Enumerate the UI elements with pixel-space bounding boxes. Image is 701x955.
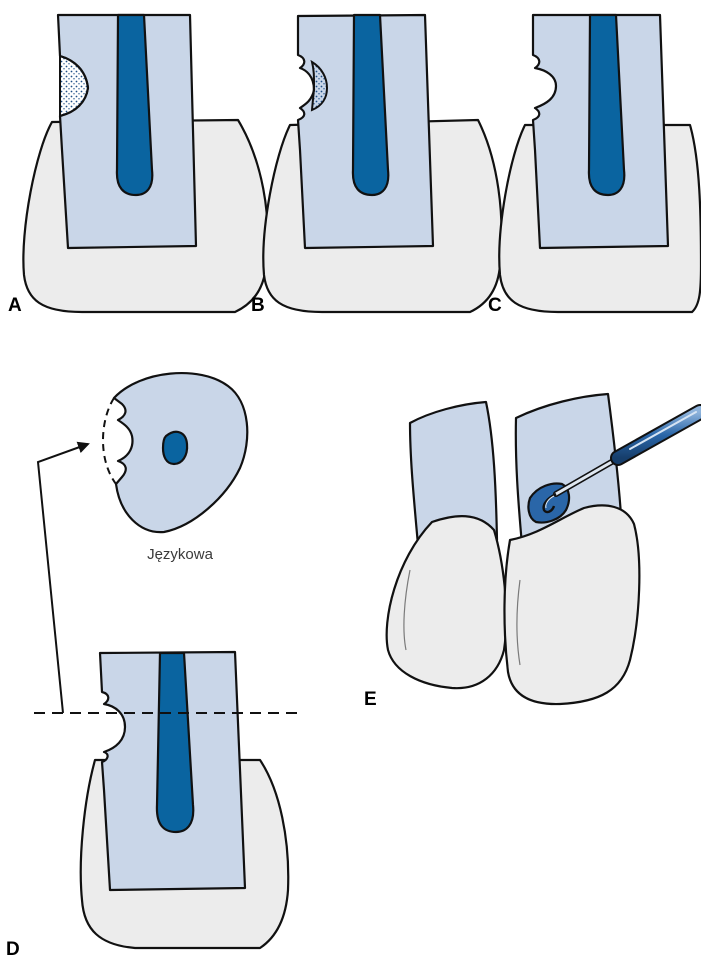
lingual-caption: Językowa (147, 546, 214, 563)
panel-label-c: C (488, 295, 502, 316)
panel-a: A (8, 15, 268, 316)
instrument-handle-shine (630, 412, 696, 449)
right-crown (504, 505, 639, 704)
panel-e: E (364, 394, 700, 710)
panel-d: Językowa D (6, 373, 298, 955)
missing-wall-outline (103, 398, 116, 484)
instrument-handle (618, 412, 700, 458)
panel-label-d: D (6, 939, 20, 955)
panel-b: B (251, 15, 502, 316)
panel-label-a: A (8, 295, 22, 316)
pulp-cross-section (163, 432, 187, 464)
panel-label-e: E (364, 689, 377, 710)
panel-label-b: B (251, 295, 265, 316)
panel-c: C (488, 15, 701, 316)
section-arrow (38, 444, 88, 713)
